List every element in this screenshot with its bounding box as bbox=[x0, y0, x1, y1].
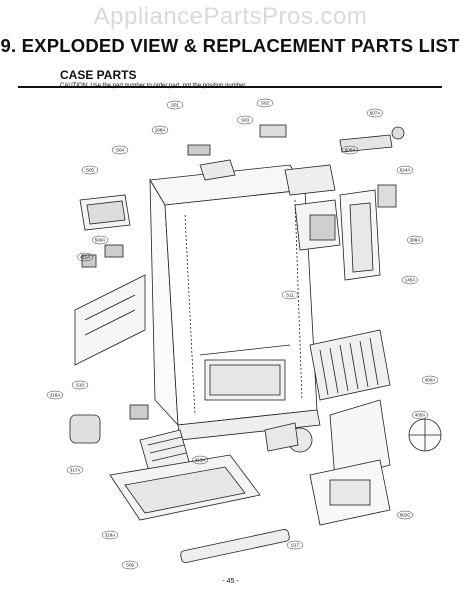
svg-text:313A: 313A bbox=[195, 458, 206, 463]
svg-text:S01: S01 bbox=[171, 103, 180, 108]
svg-text:316A: 316A bbox=[50, 393, 61, 398]
svg-text:411A: 411A bbox=[80, 255, 90, 260]
svg-text:S09: S09 bbox=[126, 563, 135, 568]
left-panel bbox=[74, 274, 146, 366]
right-freezer-parts bbox=[284, 164, 397, 281]
svg-text:S04: S04 bbox=[116, 148, 125, 153]
drain-pan bbox=[264, 422, 299, 452]
header-rule bbox=[18, 86, 442, 88]
left-shelf-parts bbox=[79, 194, 131, 268]
caution-text: CAUTION: Use the part number to order pa… bbox=[60, 83, 247, 89]
cabinet-case bbox=[149, 164, 321, 441]
svg-text:405A: 405A bbox=[415, 413, 426, 418]
svg-text:S11: S11 bbox=[286, 293, 294, 298]
section-title: CASE PARTS bbox=[60, 68, 137, 82]
svg-text:500A: 500A bbox=[95, 238, 106, 243]
top-hinge-parts bbox=[187, 124, 287, 181]
svg-text:624A: 624A bbox=[400, 168, 411, 173]
svg-text:S17: S17 bbox=[291, 543, 300, 548]
svg-text:308A: 308A bbox=[410, 238, 421, 243]
page-title: 9. EXPLODED VIEW & REPLACEMENT PARTS LIS… bbox=[0, 35, 460, 56]
svg-text:108A: 108A bbox=[155, 128, 166, 133]
svg-text:S03: S03 bbox=[241, 118, 250, 123]
svg-text:S05: S05 bbox=[86, 168, 95, 173]
svg-text:400A: 400A bbox=[425, 378, 436, 383]
evaporator-coil bbox=[309, 329, 391, 401]
svg-text:802C: 802C bbox=[400, 513, 412, 518]
watermark: AppliancePartsPros.com bbox=[93, 3, 368, 30]
header: 9. EXPLODED VIEW & REPLACEMENT PARTS LIS… bbox=[0, 30, 460, 88]
svg-text:S02: S02 bbox=[261, 101, 270, 106]
top-right-bracket bbox=[339, 126, 405, 153]
bottom-right-cover bbox=[309, 459, 391, 526]
svg-text:606A: 606A bbox=[345, 148, 356, 153]
page-number: - 45 - bbox=[222, 578, 239, 585]
svg-text:317A: 317A bbox=[70, 468, 81, 473]
svg-text:607A: 607A bbox=[370, 111, 381, 116]
svg-text:318A: 318A bbox=[105, 533, 116, 538]
base-plate bbox=[109, 454, 290, 563]
svg-text:S10: S10 bbox=[76, 383, 85, 388]
svg-text:145A: 145A bbox=[405, 278, 416, 283]
